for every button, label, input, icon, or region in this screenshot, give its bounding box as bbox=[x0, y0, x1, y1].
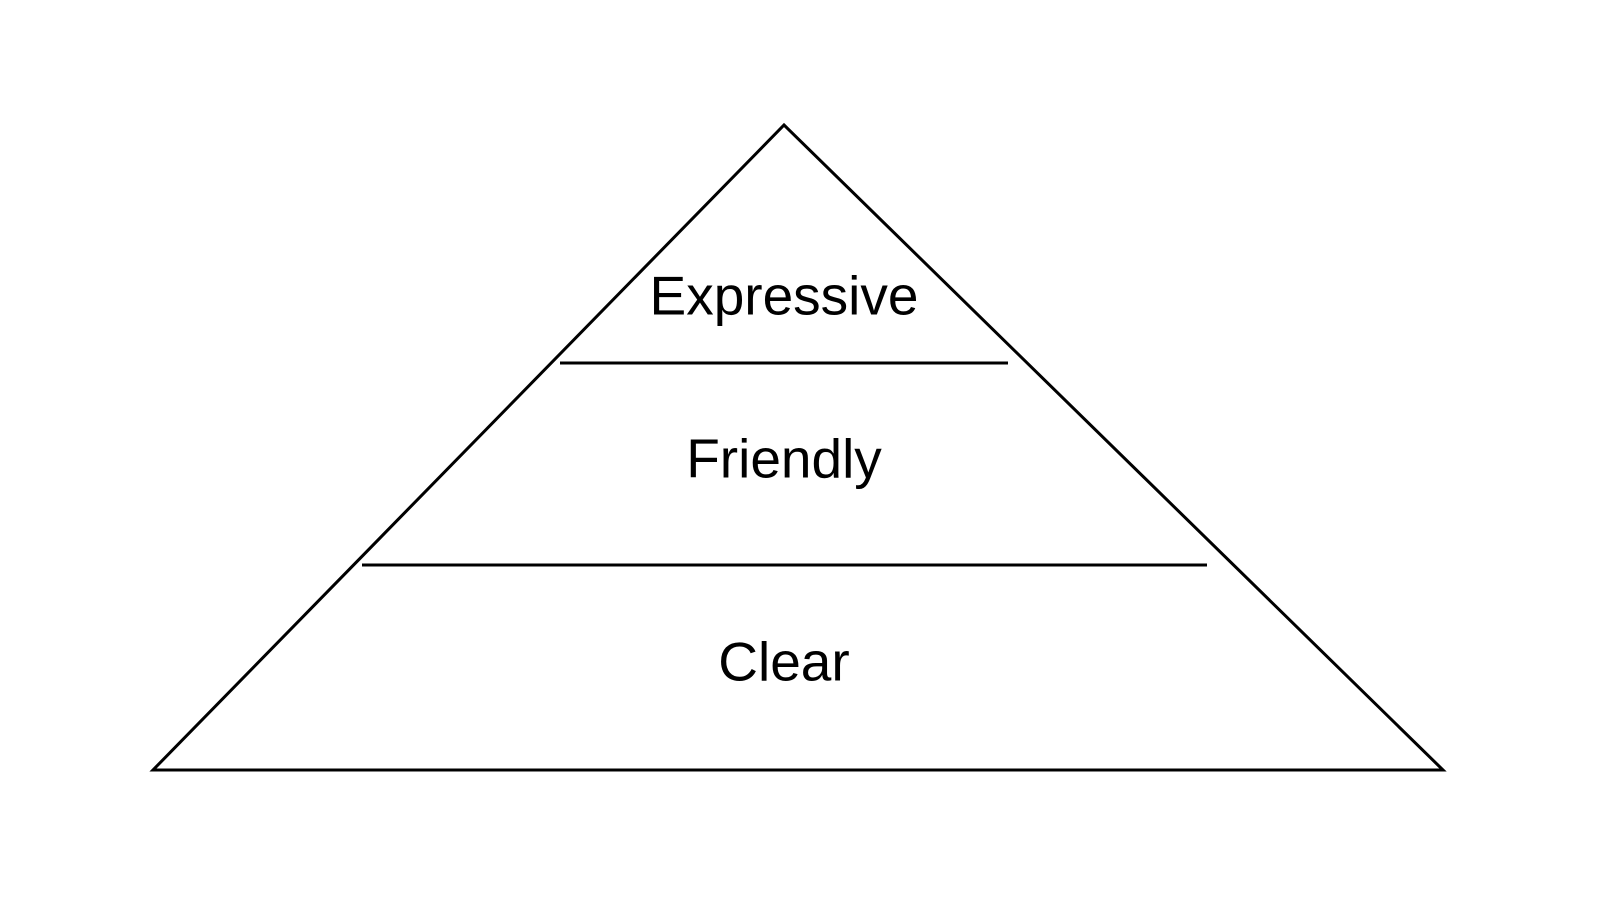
tier-label-expressive: Expressive bbox=[649, 264, 919, 327]
pyramid-outline bbox=[149, 122, 1447, 772]
tier-label-friendly: Friendly bbox=[686, 427, 882, 490]
tier-label-clear: Clear bbox=[718, 630, 850, 693]
